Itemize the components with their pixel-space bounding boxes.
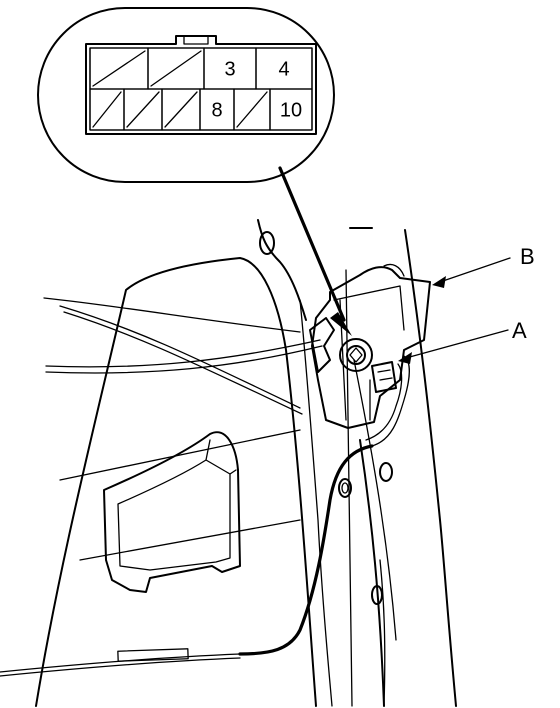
pin-4-label: 4 [278,59,289,81]
door-panel [35,219,457,707]
pin-9-cell [233,88,271,131]
pin-4-cell: 4 [255,47,313,90]
pin-3-cell: 3 [203,47,257,90]
pin-10-label: 10 [280,100,302,122]
pin-2-cell [147,47,205,90]
callout-b: B [432,244,535,288]
pin-1-hatch [92,50,146,87]
callout-bubble-outline [37,7,335,183]
pin-8-label: 8 [211,100,222,122]
callout-a-arrowhead [398,352,412,364]
pin-6-cell [123,88,163,131]
pin-2-hatch [150,50,202,87]
callout-b-label: B [520,244,535,269]
connector-callout: 3 4 8 10 [37,7,352,336]
callout-a-label: A [512,318,527,343]
pin-10-cell: 10 [269,88,313,131]
connector-housing [85,35,317,135]
connector-a-body [371,361,397,393]
pin-9-hatch [236,91,268,128]
pin-7-cell [161,88,201,131]
pin-5-hatch [92,91,122,128]
callout-a-line [405,329,509,359]
cables [0,297,410,677]
pin-7-hatch [164,91,198,128]
pin-5-cell [89,88,125,131]
pin-grid: 3 4 8 10 [89,47,313,131]
callout-b-arrowhead [432,276,446,288]
callout-leader-line [278,166,346,322]
lock-cover [103,431,241,593]
pin-1-cell [89,47,149,90]
callout-leader-arrowhead [330,312,352,336]
pin-6-hatch [126,91,160,128]
actuator-assembly [309,263,431,429]
callout-a: A [398,318,527,364]
pin-8-cell: 8 [199,88,235,131]
callout-b-line [439,257,511,283]
pin-3-label: 3 [224,59,235,81]
